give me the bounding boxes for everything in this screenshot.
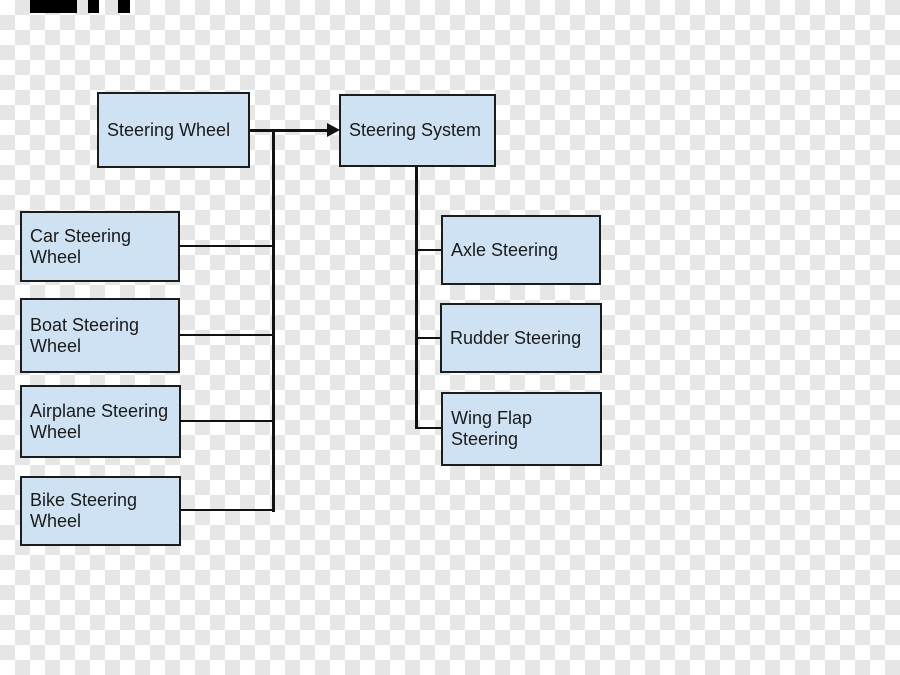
- arrowhead-icon: [327, 123, 340, 137]
- wing-flap-connector: [417, 427, 441, 429]
- node-label: Steering Wheel: [107, 119, 231, 140]
- node-label: Car Steering: [30, 225, 132, 246]
- node-label: Boat Steering: [30, 314, 140, 335]
- node-label: Axle Steering: [451, 239, 559, 260]
- watermark-segment: [88, 0, 99, 13]
- node-axle-steering: Axle Steering: [441, 215, 601, 285]
- bike-connector: [180, 509, 272, 511]
- watermark-segment: [30, 0, 77, 13]
- node-label: Wheel: [30, 335, 82, 356]
- arrow-shaft: [250, 129, 330, 132]
- right-trunk-line: [415, 167, 418, 429]
- axle-connector: [417, 249, 441, 251]
- node-label: Airplane Steering: [30, 400, 169, 421]
- watermark-segment: [118, 0, 130, 13]
- boat-connector: [180, 334, 272, 336]
- node-steering-wheel: Steering Wheel: [97, 92, 250, 168]
- node-rudder-steering: Rudder Steering: [440, 303, 602, 373]
- car-connector: [180, 245, 272, 247]
- airplane-connector: [180, 420, 272, 422]
- left-trunk-line: [272, 129, 275, 512]
- node-label: Wheel: [30, 421, 82, 442]
- node-label: Bike Steering: [30, 490, 138, 510]
- node-label: Steering: [451, 429, 519, 449]
- node-label: Steering System: [349, 120, 482, 140]
- node-label: Wheel: [30, 511, 82, 531]
- node-label: Wing Flap: [451, 408, 533, 428]
- rudder-connector: [417, 337, 441, 339]
- node-label: Rudder Steering: [450, 327, 582, 348]
- node-steering-system: Steering System: [339, 94, 496, 167]
- node-label: Wheel: [30, 246, 82, 267]
